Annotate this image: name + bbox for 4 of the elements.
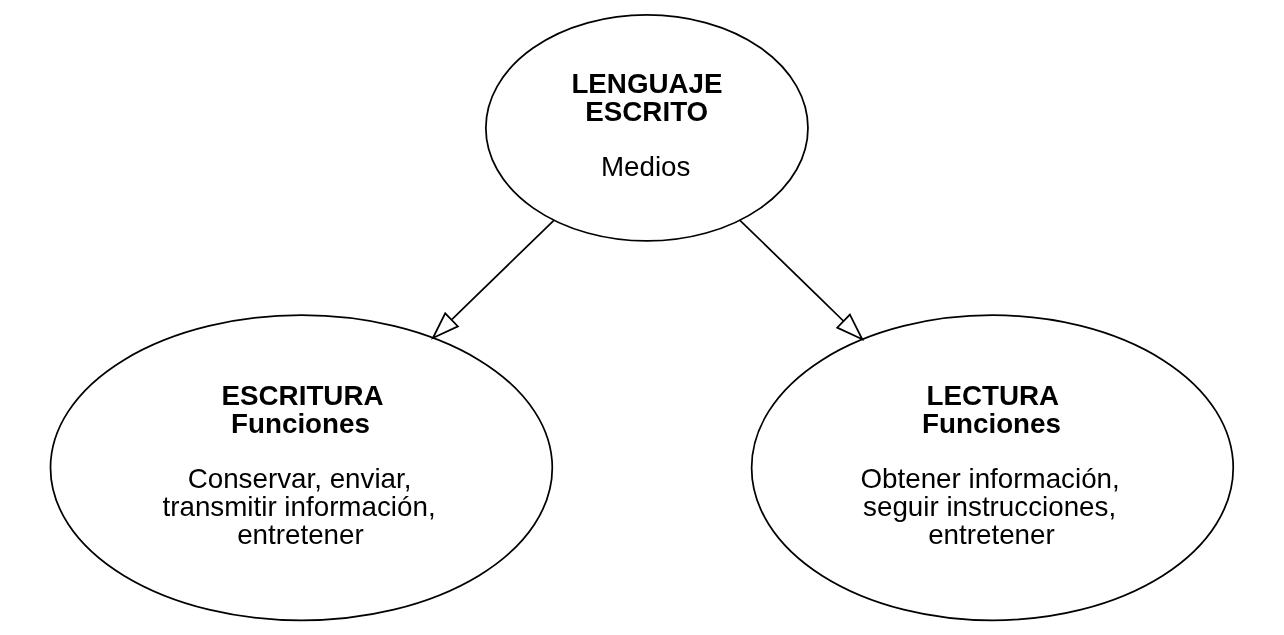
- arrow: [739, 219, 865, 342]
- arrow: [431, 219, 555, 340]
- node-ellipse: LENGUAJE ESCRITO Medios: [485, 14, 809, 242]
- node-ellipse: ESCRITURA Funciones Conservar, enviar, transmitir información, entretener: [49, 314, 554, 622]
